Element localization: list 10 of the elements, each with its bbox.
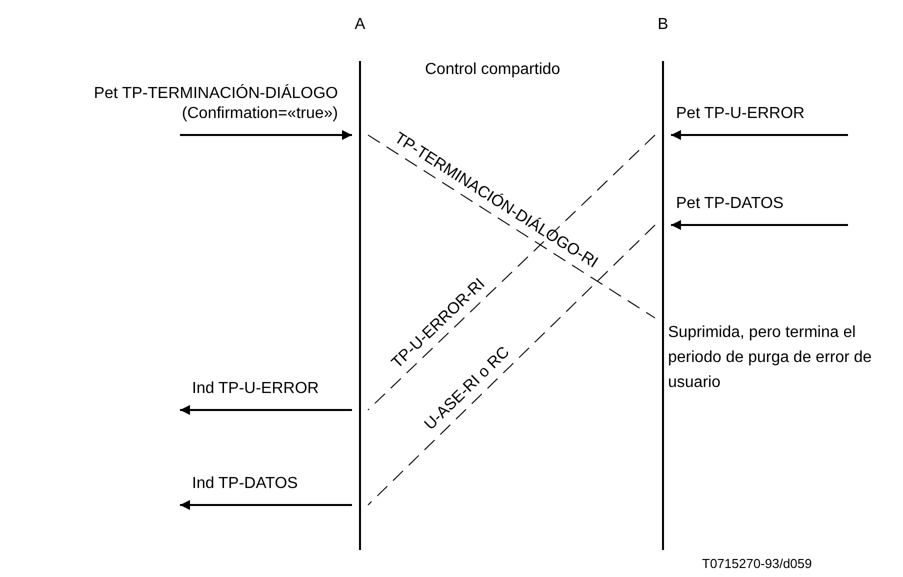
arrow (671, 220, 848, 230)
dashed-line (368, 134, 656, 410)
arrow (671, 130, 848, 140)
dashed-line (368, 134, 656, 318)
arrow (180, 130, 352, 140)
arrow (180, 405, 352, 415)
arrow (180, 500, 352, 510)
dashed-line (368, 224, 656, 506)
lifeline: A (352, 16, 368, 550)
note-text: Control compartido (425, 60, 560, 80)
